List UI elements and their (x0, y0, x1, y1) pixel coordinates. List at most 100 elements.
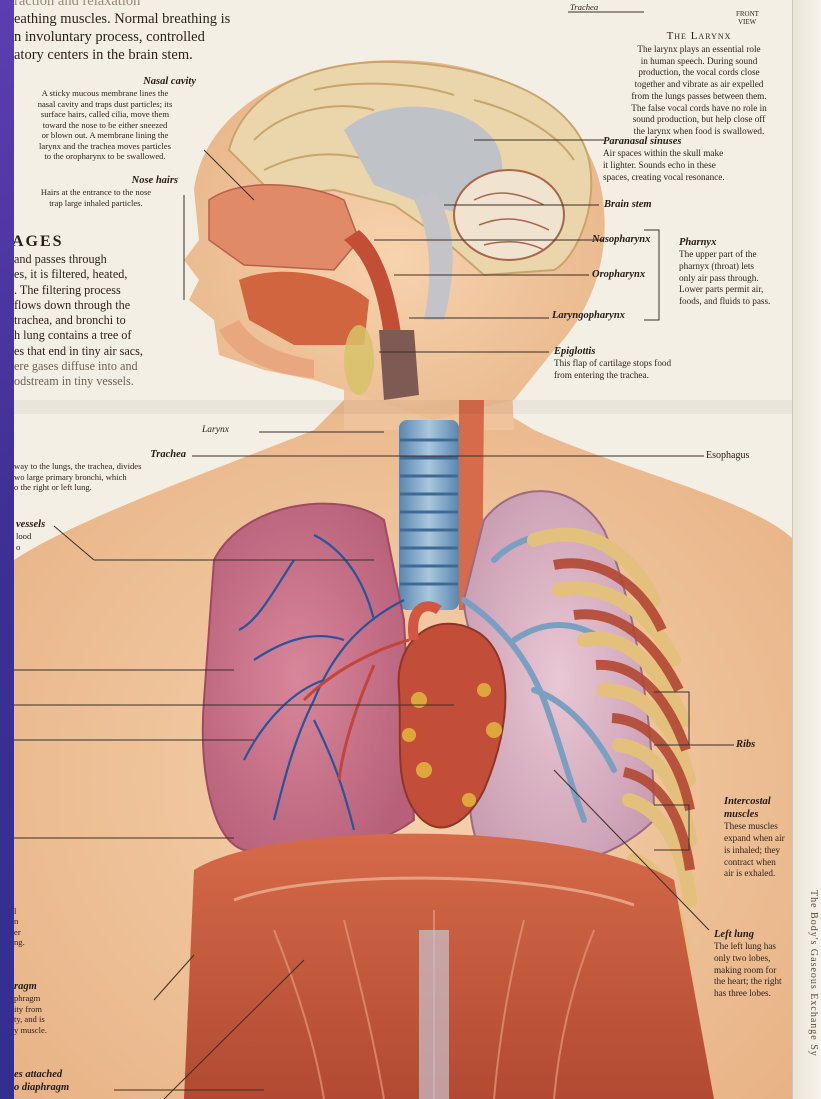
fragment-line: l (14, 906, 25, 916)
trachea-tube (399, 420, 459, 610)
nasopharynx-label: Nasopharynx (592, 233, 650, 246)
epiglottis-line: from entering the trachea. (554, 370, 734, 382)
pharynx-callout: Pharnyx The upper part of the pharnyx (t… (679, 236, 799, 308)
larynx-heading: The Larynx (599, 30, 799, 44)
paranasal-label: Paranasal sinuses (603, 135, 773, 148)
trachea-line: way to the lungs, the trachea, divides (14, 461, 186, 471)
right-lung (203, 504, 414, 854)
passages-line: odstream in tiny vessels. (14, 374, 184, 389)
diaphragm-callout: ragm phragm ity from ty, and is y muscle… (14, 980, 47, 1035)
left-lung-line: The left lung has (714, 941, 796, 953)
attached-line-1: es attached (14, 1068, 69, 1081)
passages-line: es, it is filtered, heated, (14, 267, 184, 282)
pharynx-line: Lower parts permit air, (679, 284, 799, 296)
passages-line: ere gases diffuse into and (14, 359, 184, 374)
vessels-callout: vessels lood o (16, 518, 45, 552)
nasal-line: surface hairs, called cilia, move them (14, 109, 196, 119)
paranasal-line: Air spaces within the skull make (603, 148, 773, 160)
cerebellum (454, 170, 564, 260)
pharynx-line: pharnyx (throat) lets (679, 261, 799, 273)
passages-line: flows down through the (14, 298, 184, 313)
spine-title: The Body's Gaseous Exchange Sy (808, 890, 819, 1057)
esophagus-label: Esophagus (706, 450, 749, 463)
pharynx-label: Pharnyx (679, 236, 799, 249)
passages-line: h lung contains a tree of (14, 328, 184, 343)
passages-line: . The filtering process (14, 283, 184, 298)
larynx-info: The Larynx The larynx plays an essential… (599, 30, 799, 138)
larynx-line: The false vocal cords have no role in (599, 103, 799, 115)
front-view-trachea-label: Trachea (570, 2, 598, 12)
trachea-callout: Trachea way to the lungs, the trachea, d… (14, 448, 186, 493)
fragment-line: er (14, 927, 25, 937)
left-lung-callout: Left lung The left lung has only two lob… (714, 928, 796, 1000)
vessels-line: o (16, 542, 45, 552)
vessels-label: vessels (16, 518, 45, 531)
epiglottis-label: Epiglottis (554, 345, 734, 358)
passages-text: and passes through es, it is filtered, h… (14, 252, 184, 389)
nasal-cavity-label: Nasal cavity (14, 75, 196, 88)
laryngopharynx-label: Laryngopharynx (552, 309, 625, 322)
brain-stem-label: Brain stem (604, 198, 652, 211)
nose-hairs-line: trap large inhaled particles. (14, 198, 178, 208)
larynx-line: together and vibrate as air expelled (599, 79, 799, 91)
larynx-line: The larynx plays an essential role (599, 44, 799, 56)
attached-callout: es attached o diaphragm (14, 1068, 69, 1094)
fragment-line: ng. (14, 937, 25, 947)
nasal-line: A sticky mucous membrane lines the (14, 88, 196, 98)
pharynx-line: foods, and fluids to pass. (679, 296, 799, 308)
book-spine: The Body's Gaseous Exchange Sy (792, 0, 821, 1099)
larynx-line: production, the vocal cords close (599, 67, 799, 79)
left-lung-line: has three lobes. (714, 988, 796, 1000)
pharynx-line: The upper part of the (679, 249, 799, 261)
epiglottis-line: This flap of cartilage stops food (554, 358, 734, 370)
trachea-line: wo large primary bronchi, which (14, 472, 186, 482)
diaphragm-line: phragm (14, 993, 47, 1003)
ribs-label: Ribs (736, 738, 755, 751)
fragment-text: l n er ng. (14, 906, 25, 948)
larynx-label: Larynx (202, 425, 229, 437)
intro-line-2: eathing muscles. Normal breathing is (14, 10, 230, 28)
diaphragm-line: ty, and is (14, 1014, 47, 1024)
passages-line: es that end in tiny air sacs, (14, 344, 184, 359)
anatomy-poster: raction and relaxation eathing muscles. … (14, 0, 821, 1099)
epiglottis-callout: Epiglottis This flap of cartilage stops … (554, 345, 734, 382)
trachea-line: o the right or left lung. (14, 482, 186, 492)
intro-line-4: atory centers in the brain stem. (14, 46, 193, 64)
intro-line-1: raction and relaxation (14, 0, 140, 10)
nasal-cavity-callout: Nasal cavity A sticky mucous membrane li… (14, 75, 196, 162)
intro-line-3: n involuntary process, controlled (14, 28, 205, 46)
diaphragm-line: y muscle. (14, 1025, 47, 1035)
left-lung-line: making room for (714, 965, 796, 977)
paranasal-line: it lighter. Sounds echo in these (603, 160, 773, 172)
left-lung-line: only two lobes, (714, 953, 796, 965)
passages-line: trachea, and bronchi to (14, 313, 184, 328)
larynx-line: in human speech. During sound (599, 56, 799, 68)
attached-line-2: o diaphragm (14, 1081, 69, 1094)
larynx-line: from the lungs passes between them. (599, 91, 799, 103)
larynx-shape (379, 330, 419, 400)
view-label: VIEW (738, 18, 756, 27)
left-lung-label: Left lung (714, 928, 796, 941)
nose-hairs-callout: Nose hairs Hairs at the entrance to the … (14, 174, 178, 208)
nasal-line: larynx and the trachea moves particles (14, 141, 196, 151)
nasal-line: to the oropharynx to be swallowed. (14, 151, 196, 161)
nasal-line: or blown out. A membrane lining the (14, 130, 196, 140)
left-lung-line: the heart; the right (714, 976, 796, 988)
nasal-line: toward the nose to be either sneezed (14, 120, 196, 130)
diaphragm-line: ity from (14, 1004, 47, 1014)
diaphragm-label: ragm (14, 980, 47, 993)
nasal-line: nasal cavity and traps dust particles; i… (14, 99, 196, 109)
nose-hairs-label: Nose hairs (14, 174, 178, 187)
passages-heading: AGES (14, 232, 64, 252)
vessels-line: lood (16, 531, 45, 541)
trachea-label: Trachea (14, 448, 186, 461)
oropharynx-label: Oropharynx (592, 268, 645, 281)
paranasal-callout: Paranasal sinuses Air spaces within the … (603, 135, 773, 183)
passages-line: and passes through (14, 252, 184, 267)
larynx-line: sound production, but help close off (599, 114, 799, 126)
nose-hairs-line: Hairs at the entrance to the nose (14, 187, 178, 197)
fragment-line: n (14, 916, 25, 926)
paranasal-line: spaces, creating vocal resonance. (603, 172, 773, 184)
pharynx-line: only air pass through. (679, 273, 799, 285)
